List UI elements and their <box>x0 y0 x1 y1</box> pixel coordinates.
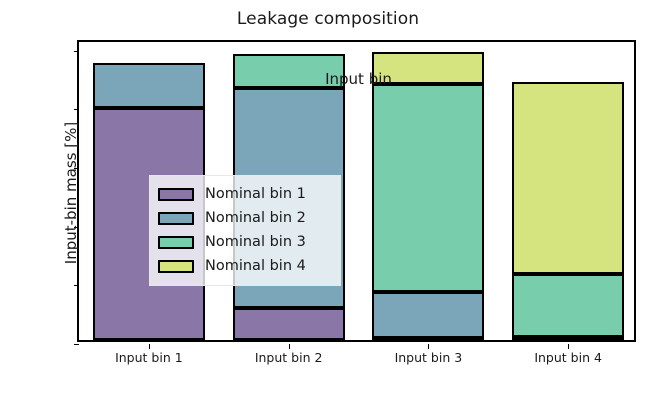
bar-group <box>512 38 625 340</box>
chart-title: Leakage composition <box>236 9 420 29</box>
y-tick-mark <box>74 344 79 345</box>
bar-segment <box>512 274 625 338</box>
legend-swatch-icon <box>158 235 194 249</box>
legend-item[interactable]: Nominal bin 3 <box>158 230 332 254</box>
legend-item[interactable]: Nominal bin 1 <box>158 182 332 206</box>
legend-label: Nominal bin 4 <box>205 258 306 274</box>
legend-item[interactable]: Nominal bin 2 <box>158 206 332 230</box>
y-axis-label: Input-bin mass [%] <box>62 121 80 265</box>
y-tick-mark <box>74 226 79 228</box>
y-tick-mark <box>74 109 79 111</box>
x-tick-label: Input bin 4 <box>534 350 602 365</box>
x-tick-label: Input bin 3 <box>394 350 463 365</box>
bar-segment <box>512 82 625 275</box>
x-tick-mark <box>568 344 570 349</box>
x-axis-label: Input bin <box>325 70 392 88</box>
y-tick-mark <box>74 50 79 52</box>
legend-swatch-icon <box>158 259 194 273</box>
legend-label: Nominal bin 1 <box>205 186 306 202</box>
bar-segment <box>232 308 345 340</box>
bar-group <box>372 38 485 340</box>
bar-segment <box>92 62 205 108</box>
y-tick-mark <box>74 285 79 287</box>
x-tick-label: Input bin 1 <box>115 350 183 365</box>
x-tick-mark <box>148 344 150 349</box>
legend-label: Nominal bin 3 <box>205 234 306 250</box>
bar-segment <box>372 84 485 292</box>
legend-swatch-icon <box>158 211 194 225</box>
legend-item[interactable]: Nominal bin 4 <box>158 254 332 278</box>
x-tick-label: Input bin 2 <box>254 350 323 365</box>
legend: Nominal bin 1 Nominal bin 2 Nominal bin 3 N… <box>149 175 341 286</box>
y-tick-mark <box>74 168 79 170</box>
x-tick-mark <box>428 344 430 349</box>
legend-label: Nominal bin 2 <box>205 210 306 226</box>
legend-swatch-icon <box>158 187 194 201</box>
bar-segment <box>372 51 485 85</box>
x-tick-mark <box>288 344 290 349</box>
bar-segment <box>372 291 485 339</box>
bar-segment <box>232 53 345 89</box>
